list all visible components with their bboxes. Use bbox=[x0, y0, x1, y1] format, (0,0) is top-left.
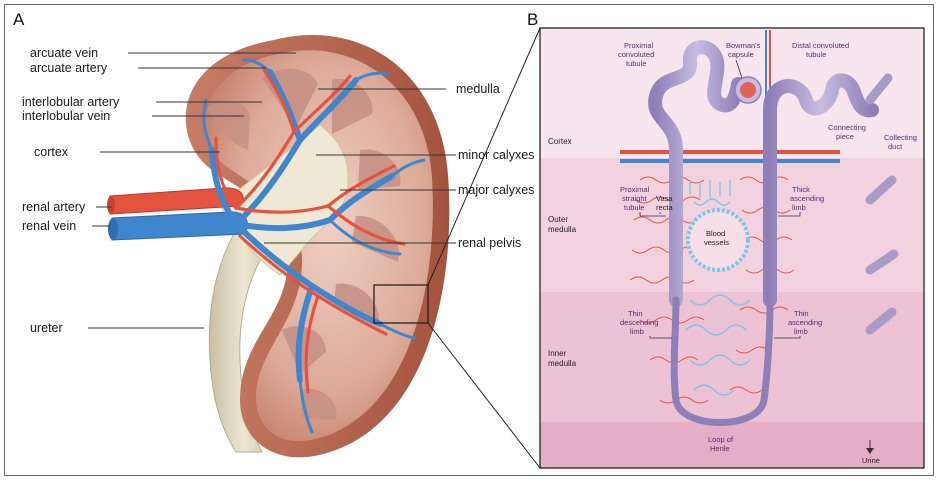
label-thin-ascending-1: Thin bbox=[794, 309, 809, 318]
renal-artery-opening bbox=[107, 196, 115, 214]
label-proximal-convoluted-3: tubule bbox=[626, 59, 646, 68]
label-proximal-convoluted-2: convoluted bbox=[618, 50, 654, 59]
label-minor-calyxes: minor calyxes bbox=[458, 148, 534, 162]
label-medulla: medulla bbox=[456, 82, 500, 96]
label-urine: Urine bbox=[862, 456, 880, 465]
label-thick-ascending-2: ascending bbox=[790, 194, 824, 203]
label-thin-descending-1: Thin bbox=[628, 309, 643, 318]
zone-label-cortex: Cortex bbox=[548, 137, 572, 146]
label-connecting-2: piece bbox=[836, 132, 854, 141]
label-distal-convoluted-1: Distal convoluted bbox=[792, 41, 849, 50]
glomerulus bbox=[740, 82, 756, 98]
label-thin-ascending-2: ascending bbox=[788, 318, 822, 327]
label-thick-ascending-1: Thick bbox=[792, 185, 810, 194]
label-renal-artery: renal artery bbox=[22, 200, 86, 214]
label-collecting-2: duct bbox=[888, 142, 903, 151]
renal-vein-opening bbox=[108, 218, 118, 240]
label-bowmans-1: Bowman's bbox=[726, 41, 761, 50]
zone-label-outer-1: Outer bbox=[548, 215, 568, 224]
zone-label-inner-1: Inner bbox=[548, 349, 567, 358]
label-interlobular-artery: interlobular artery bbox=[22, 95, 120, 109]
label-bowmans-2: capsule bbox=[728, 50, 754, 59]
label-distal-convoluted-2: tubule bbox=[806, 50, 826, 59]
label-connecting-1: Connecting bbox=[828, 123, 866, 132]
label-collecting-1: Collecting bbox=[884, 133, 917, 142]
label-proximal-convoluted-1: Proximal bbox=[624, 41, 654, 50]
label-vasa-recta-2: recta bbox=[656, 203, 674, 212]
label-ureter: ureter bbox=[30, 321, 63, 335]
renal-vein-vessel bbox=[112, 212, 248, 240]
label-renal-vein: renal vein bbox=[22, 219, 76, 233]
label-interlobular-vein: interlobular vein bbox=[22, 109, 110, 123]
label-proximal-straight-3: tubule bbox=[624, 203, 644, 212]
label-thin-ascending-3: limb bbox=[794, 327, 808, 336]
label-arcuate-vein: arcuate vein bbox=[30, 46, 98, 60]
label-blood-vessels-1: Blood bbox=[706, 229, 725, 238]
zone-label-inner-2: medulla bbox=[548, 359, 577, 368]
label-cortex: cortex bbox=[34, 145, 69, 159]
label-thick-ascending-3: limb bbox=[792, 203, 806, 212]
label-blood-vessels-2: vessels bbox=[704, 238, 729, 247]
panel-a: A bbox=[13, 10, 540, 468]
label-loop-henle-1: Loop of bbox=[708, 435, 734, 444]
label-proximal-straight-2: straight bbox=[622, 194, 648, 203]
label-proximal-straight-1: Proximal bbox=[620, 185, 650, 194]
panel-a-letter: A bbox=[13, 10, 25, 29]
label-renal-pelvis: renal pelvis bbox=[458, 236, 521, 250]
inset-connector-bottom bbox=[428, 323, 540, 468]
panel-b: B Cortex Outer medulla Inner medulla bbox=[527, 10, 924, 468]
label-vasa-recta-1: Vasa bbox=[656, 194, 673, 203]
label-thin-descending-3: limb bbox=[630, 327, 644, 336]
panel-b-letter: B bbox=[527, 10, 538, 29]
label-thin-descending-2: descending bbox=[620, 318, 658, 327]
label-loop-henle-2: Henle bbox=[710, 444, 730, 453]
label-major-calyxes: major calyxes bbox=[458, 183, 534, 197]
label-arcuate-artery: arcuate artery bbox=[30, 61, 108, 75]
zone-label-outer-2: medulla bbox=[548, 225, 577, 234]
